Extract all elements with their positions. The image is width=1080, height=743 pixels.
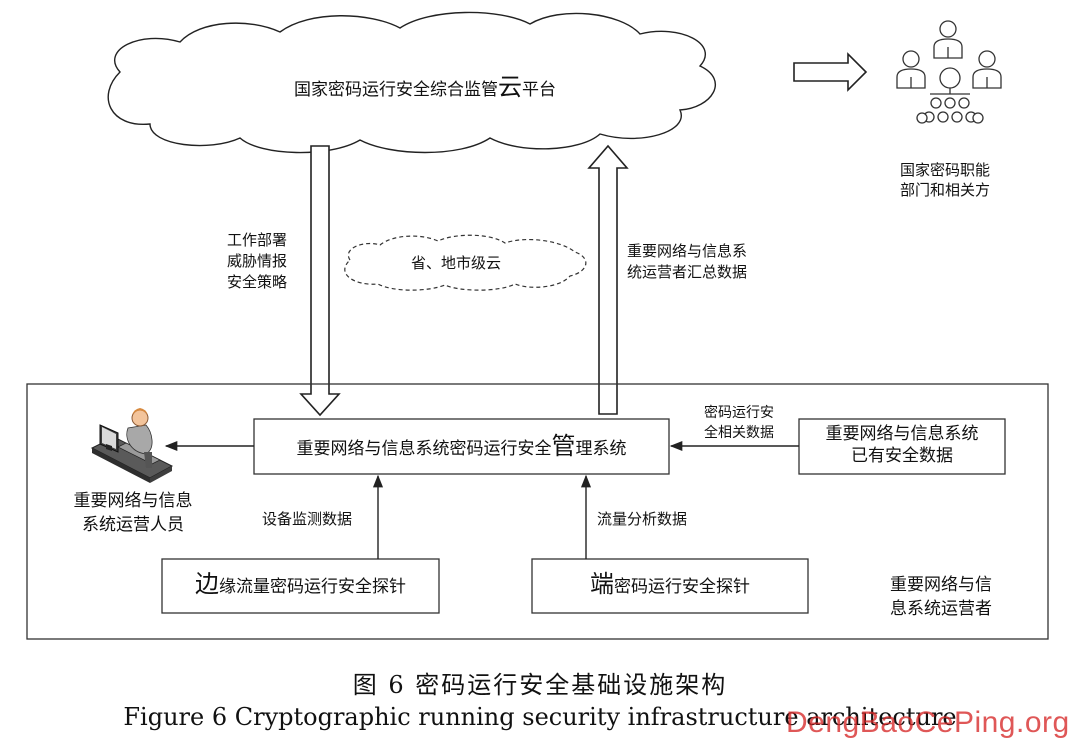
national-platform-label: 国家密码运行安全综合监管云平台 [294, 71, 556, 103]
end-probe-big-char: 端 [590, 570, 614, 598]
national-departments-label: 国家密码职能 部门和相关方 [890, 160, 1000, 201]
operator-region-line1: 重要网络与信 [890, 575, 992, 595]
operators-staff-label: 重要网络与信息 系统运营人员 [53, 490, 213, 538]
down-flow-line3: 安全策略 [226, 273, 287, 291]
management-system-prefix: 重要网络与信息系统密码运行安全 [296, 439, 552, 459]
existing-data-line2: 已有安全数据 [851, 446, 953, 467]
national-departments-line1: 国家密码职能 [899, 161, 990, 179]
edge-probe-suffix: 缘流量密码运行安全探针 [219, 577, 406, 597]
crypto-data-line1: 密码运行安 [704, 405, 774, 421]
crypto-data-label: 密码运行安 全相关数据 [690, 404, 788, 443]
management-system-big-char: 管 [551, 432, 576, 460]
device-monitoring-label: 设备监测数据 [262, 510, 353, 528]
figure-caption-english: Figure 6 Cryptographic running security … [123, 703, 957, 731]
national-departments-line2: 部门和相关方 [899, 181, 990, 200]
operators-staff-line1: 重要网络与信息 [73, 491, 193, 511]
existing-data-line1: 重要网络与信息系统 [825, 424, 979, 444]
down-flow-line2: 威胁情报 [226, 252, 287, 270]
management-system-suffix: 理系统 [575, 439, 627, 459]
management-system-label: 重要网络与信息系统密码运行安全管理系统 [254, 430, 669, 462]
operator-computer-icon [90, 408, 174, 483]
down-flow-label: 工作部署 威胁情报 安全策略 [218, 230, 296, 293]
traffic-analysis-label: 流量分析数据 [597, 510, 688, 528]
provincial-cloud-shape [344, 234, 587, 291]
existing-data-label: 重要网络与信息系统 已有安全数据 [799, 423, 1005, 467]
national-cloud-shape [107, 11, 716, 154]
people-group-icon [896, 20, 1002, 124]
operators-staff-line2: 系统运营人员 [82, 514, 184, 535]
watermark: DengBaoCePing.org [786, 706, 1070, 739]
operator-region-boundary [26, 383, 1049, 640]
down-hollow-arrow [299, 145, 341, 417]
end-probe-label: 端密码运行安全探针 [532, 568, 808, 600]
edge-probe-label: 边缘流量密码运行安全探针 [162, 568, 439, 600]
edge-probe-box [161, 558, 440, 614]
crypto-data-line2: 全相关数据 [704, 424, 774, 441]
operator-region-line2: 息系统运营者 [890, 598, 992, 619]
national-platform-prefix: 国家密码运行安全综合监管 [294, 80, 498, 100]
end-probe-box [531, 558, 809, 614]
provincial-cloud-label: 省、地市级云 [411, 254, 502, 272]
up-flow-label: 重要网络与信息系 统运营者汇总数据 [627, 241, 747, 283]
down-flow-line1: 工作部署 [226, 231, 287, 249]
national-platform-suffix: 平台 [522, 80, 556, 100]
up-hollow-arrow [587, 144, 629, 415]
up-flow-line1: 重要网络与信息系 [627, 242, 748, 260]
operator-region-label: 重要网络与信 息系统运营者 [890, 574, 992, 622]
figure-caption-chinese: 图 6 密码运行安全基础设施架构 [352, 671, 728, 699]
edge-probe-big-char: 边 [195, 570, 219, 598]
up-flow-line2: 统运营者汇总数据 [627, 263, 748, 281]
to-departments-arrow [793, 52, 868, 92]
national-platform-big-char: 云 [498, 73, 522, 101]
end-probe-suffix: 密码运行安全探针 [614, 577, 750, 597]
